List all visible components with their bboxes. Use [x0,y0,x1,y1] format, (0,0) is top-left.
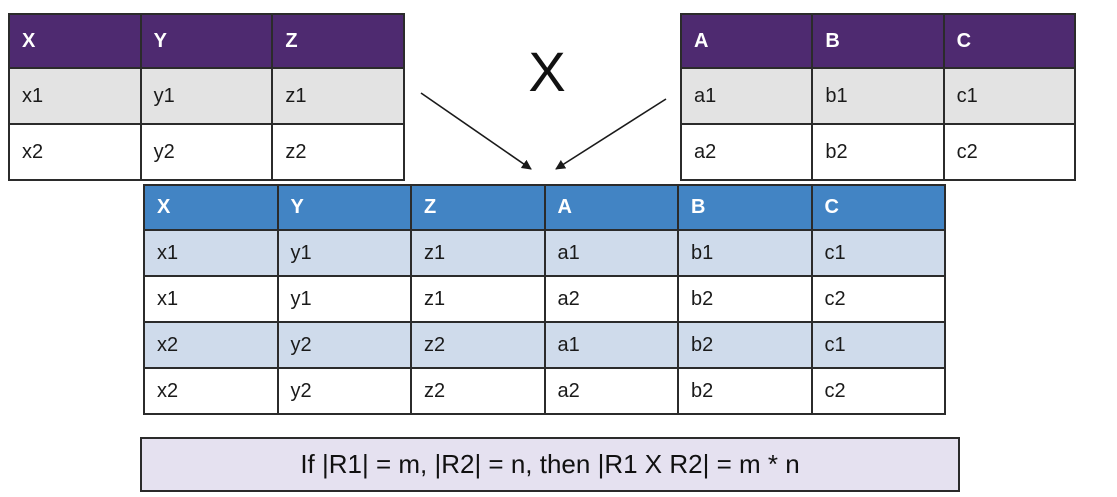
table-cell: y2 [276,367,412,415]
arrow-from-left-table [420,92,532,170]
table-cell: x1 [143,275,279,323]
table-cell: z1 [410,229,546,277]
table-cell: b2 [677,321,813,369]
table-cell: c2 [810,367,946,415]
table-cell: c1 [810,229,946,277]
table-cell: a2 [543,367,679,415]
column-header: C [942,13,1077,69]
column-header: Y [276,184,412,231]
column-header: Y [139,13,274,69]
column-header: B [811,13,945,69]
table-cell: c1 [942,67,1077,125]
table-cell: x1 [8,67,142,125]
table-cell: a1 [679,67,814,125]
table-cell: a2 [543,275,679,323]
table-cell: y1 [139,67,274,125]
column-header: A [679,13,814,69]
table-cell: b2 [811,123,945,181]
table-cell: x1 [143,229,279,277]
table-cell: a2 [679,123,814,181]
table-cell: z2 [271,123,405,181]
table-cell: b1 [677,229,813,277]
table-cell: x2 [143,367,279,415]
table-cell: a1 [543,321,679,369]
table-cell: z2 [410,321,546,369]
table-cell: z1 [271,67,405,125]
table-cell: c1 [810,321,946,369]
cardinality-note: If |R1| = m, |R2| = n, then |R1 X R2| = … [140,437,960,492]
column-header: Z [410,184,546,231]
table-cell: a1 [543,229,679,277]
table-cell: c2 [810,275,946,323]
column-header: X [8,13,142,69]
cross-product-operator: X [528,40,566,103]
table-cell: b2 [677,275,813,323]
column-header: A [543,184,679,231]
table-cell: z1 [410,275,546,323]
arrow-from-right-table [555,98,667,170]
table-cell: b2 [677,367,813,415]
column-header: Z [271,13,405,69]
table-cell: x2 [143,321,279,369]
column-header: X [143,184,279,231]
table-cell: z2 [410,367,546,415]
table-cell: y1 [276,275,412,323]
table-cell: x2 [8,123,142,181]
table-cell: y2 [276,321,412,369]
column-header: C [810,184,946,231]
table-cell: c2 [942,123,1077,181]
table-cell: b1 [811,67,945,125]
table-cell: y2 [139,123,274,181]
table-cell: y1 [276,229,412,277]
column-header: B [677,184,813,231]
